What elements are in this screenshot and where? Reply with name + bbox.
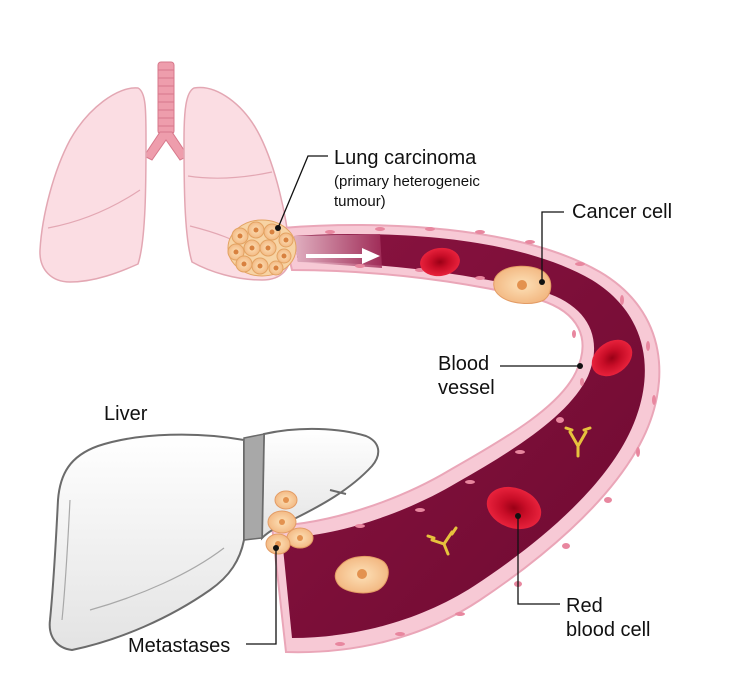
red-blood-cell — [486, 486, 542, 530]
cancer-cell — [493, 265, 552, 304]
leader-cancer-cell — [541, 211, 564, 282]
label-lung-carcinoma-note-2: tumour) — [334, 193, 386, 210]
flow-arrow — [306, 248, 380, 264]
vessel-lumen — [282, 234, 645, 639]
cancer-cell — [334, 556, 389, 594]
label-cancer-cell: Cancer cell — [572, 201, 673, 223]
red-blood-cell — [591, 339, 633, 377]
primary-tumour — [227, 219, 297, 277]
leader-red-blood-cell — [517, 516, 560, 605]
antibody-icon — [426, 526, 458, 556]
label-lung-carcinoma: Lung carcinoma — [334, 147, 477, 169]
trachea — [143, 61, 189, 161]
lungs — [39, 61, 291, 283]
label-red-blood-cell-1: Red — [566, 595, 603, 617]
leader-lung-carcinoma — [277, 155, 328, 229]
red-blood-cells — [420, 247, 633, 530]
leader-lines — [246, 155, 583, 645]
circulating-cancer-cells — [334, 265, 552, 594]
liver — [48, 427, 380, 652]
blood-vessel — [270, 224, 661, 654]
metastases-cluster — [265, 490, 314, 555]
label-red-blood-cell-2: blood cell — [566, 619, 651, 641]
antibody-icon — [564, 426, 592, 458]
vessel-wall-cells — [325, 227, 656, 646]
leader-metastases — [246, 548, 277, 645]
antibodies — [426, 426, 592, 556]
red-blood-cell — [420, 247, 460, 277]
label-metastases: Metastases — [128, 635, 231, 657]
liver-right-lobe — [48, 433, 245, 652]
label-lung-carcinoma-note-1: (primary heterogeneic — [334, 173, 480, 190]
left-lung — [39, 87, 147, 283]
label-blood-vessel-2: vessel — [438, 377, 495, 399]
label-liver: Liver — [104, 403, 148, 425]
label-blood-vessel-1: Blood — [438, 353, 490, 375]
